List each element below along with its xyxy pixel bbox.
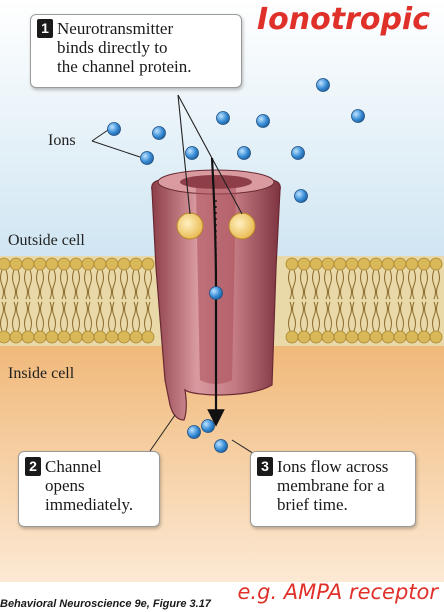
step2-callout: 2 Channel opens immediately. xyxy=(18,451,160,527)
step3-callout: 3 Ions flow across membrane for a brief … xyxy=(250,451,416,527)
ion-particle xyxy=(214,439,228,453)
ion-particle xyxy=(187,425,201,439)
ion-particle xyxy=(316,78,330,92)
step3-line3: brief time. xyxy=(277,495,348,514)
step1-number: 1 xyxy=(37,19,53,38)
inside-cell-label: Inside cell xyxy=(8,365,75,382)
page-title: Ionotropic xyxy=(256,2,430,37)
outside-cell-label: Outside cell xyxy=(8,232,85,249)
step3-line1: Ions flow across xyxy=(277,457,389,476)
ion-particle xyxy=(107,122,121,136)
ion-particle xyxy=(216,111,230,125)
ion-particle xyxy=(185,146,199,160)
step2-line1: Channel xyxy=(45,457,102,476)
ion-particle xyxy=(294,189,308,203)
figure-citation: Behavioral Neuroscience 9e, Figure 3.17 xyxy=(0,598,211,610)
ion-particle xyxy=(201,419,215,433)
binding-site-left xyxy=(176,212,204,240)
ion-particle xyxy=(291,146,305,160)
example-receptor-label: e.g. AMPA receptor xyxy=(237,580,438,604)
step2-number: 2 xyxy=(25,457,41,476)
step3-number: 3 xyxy=(257,457,273,476)
ion-particle xyxy=(237,146,251,160)
binding-site-right xyxy=(228,212,256,240)
step1-line2: binds directly to xyxy=(57,38,168,57)
ion-particle xyxy=(209,286,223,300)
step1-leader-lines xyxy=(177,94,243,215)
ion-particle xyxy=(152,126,166,140)
ions-leader-lines xyxy=(91,129,141,158)
step1-line3: the channel protein. xyxy=(57,57,192,76)
bottom-margin xyxy=(0,582,444,612)
step1-line1: Neurotransmitter xyxy=(57,19,174,38)
step2-leader-line xyxy=(149,414,176,452)
step3-line2: membrane for a xyxy=(277,476,385,495)
step2-line2: opens xyxy=(45,476,85,495)
step2-line3: immediately. xyxy=(45,495,134,514)
ion-particle xyxy=(256,114,270,128)
ion-particle xyxy=(351,109,365,123)
ions-label: Ions xyxy=(48,132,76,149)
step1-callout: 1 Neurotransmitter binds directly to the… xyxy=(30,14,242,88)
ion-particle xyxy=(140,151,154,165)
